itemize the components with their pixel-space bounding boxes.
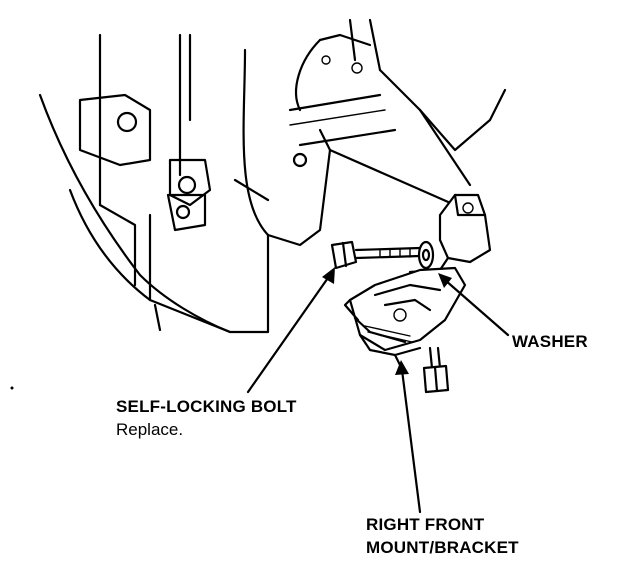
mount-bracket-illustration (343, 266, 467, 367)
lower-bolt-illustration (422, 346, 450, 394)
engine-block (38, 18, 507, 334)
self-locking-bolt-illustration (330, 240, 422, 270)
washer-label: WASHER (512, 332, 588, 351)
leader-lines (246, 267, 510, 514)
mount-label-line2: MOUNT/BRACKET (366, 538, 519, 557)
washer-illustration (417, 240, 435, 270)
engine-mount-bosses (78, 55, 363, 232)
self-locking-bolt-label: SELF-LOCKING BOLT (116, 397, 297, 416)
arrow-bolt (322, 267, 335, 284)
self-locking-bolt-note: Replace. (116, 420, 184, 439)
arrow-mount (395, 360, 409, 375)
mount-label-line1: RIGHT FRONT (366, 515, 485, 534)
arrow-washer (438, 273, 452, 288)
